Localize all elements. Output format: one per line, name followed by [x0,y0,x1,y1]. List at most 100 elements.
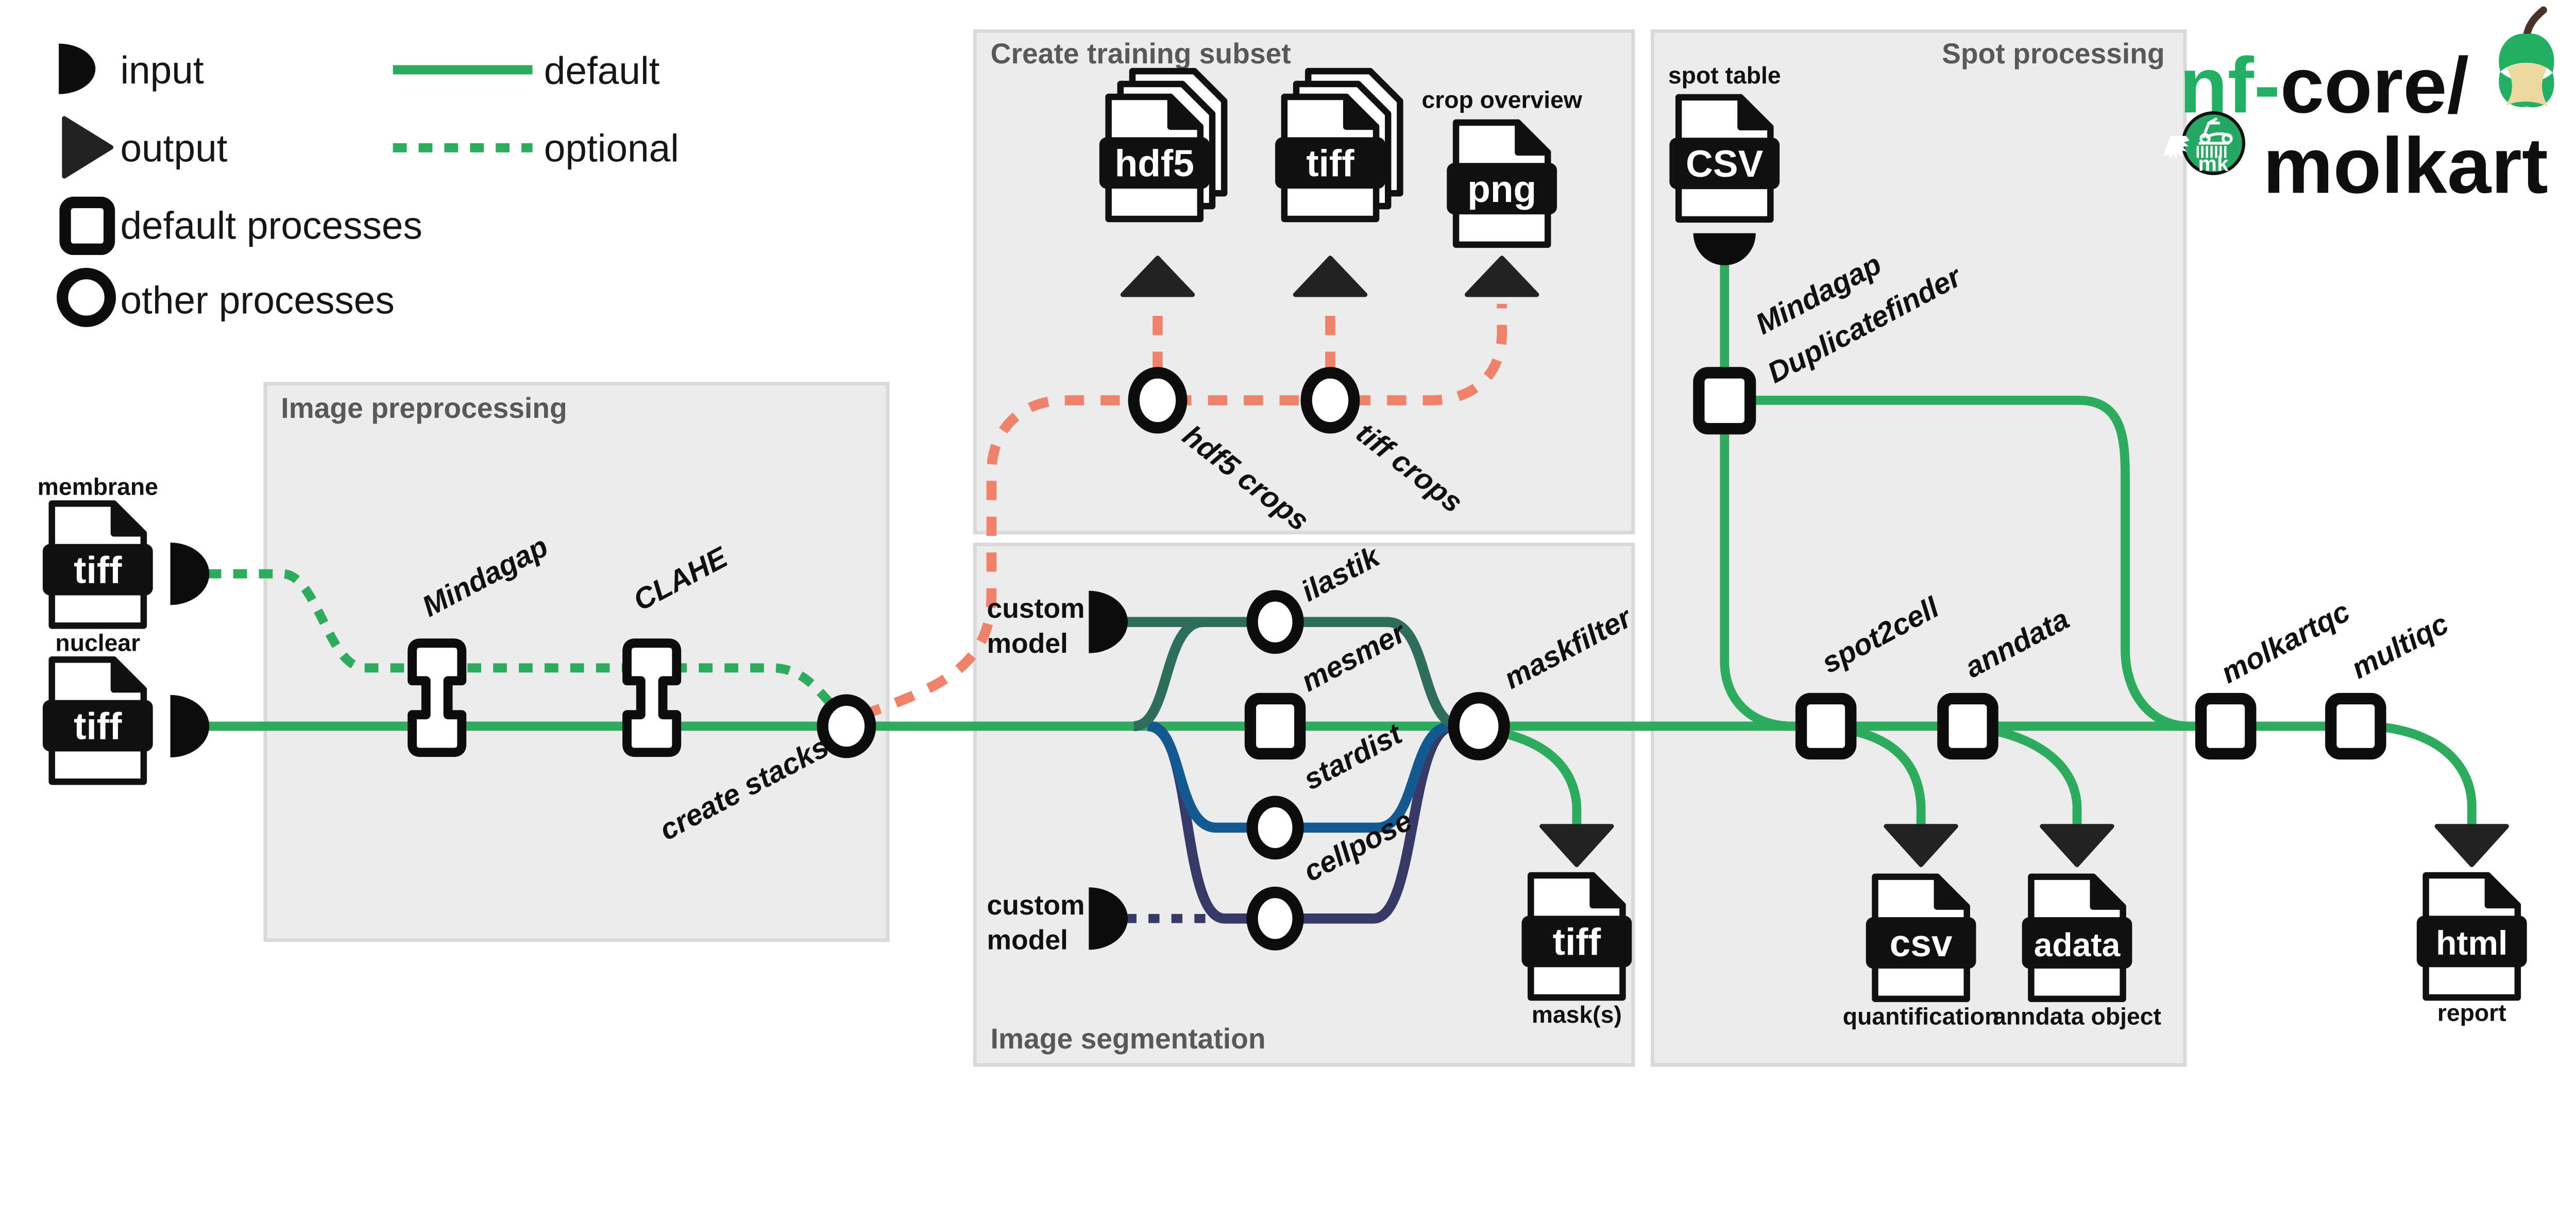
file-icon-quantification-csv: csv [1866,873,1976,1002]
adata-ext: adata [2034,926,2121,963]
custom-model-bottom-line2: model [987,925,1068,955]
badge-mk-label: mk [2198,151,2229,175]
membrane-ext: tiff [74,549,122,591]
tiff-crops-ext: tiff [1306,143,1354,184]
apple-core-icon [2499,6,2554,108]
edge-duplicatefinder-to-molkartqc [1750,395,2190,731]
logo-core-text: core/ [2280,41,2469,129]
file-icon-membrane-tiff: tiff [42,500,153,629]
process-node-spot2cell [1795,692,1857,760]
box-title-create-training-subset: Create training subset [991,38,1291,70]
legend: input output default processes other pro… [57,43,679,327]
process-node-mesmer [1244,692,1306,760]
nuclear-ext: tiff [74,705,122,747]
process-node-tiff-crops [1300,367,1360,434]
pipeline-diagram: Image preprocessing Create training subs… [38,6,2554,1067]
box-title-spot-processing: Spot processing [1942,38,2165,70]
legend-default-processes-label: default processes [120,204,422,247]
png-ext: png [1467,168,1536,210]
apple-stem [2523,6,2547,38]
html-ext: html [2436,924,2507,962]
file-icon-html: html [2416,872,2527,1001]
box-title-image-preprocessing: Image preprocessing [281,392,567,424]
membrane-input-port [170,543,210,605]
badge-starburst [2164,136,2190,160]
output-arrow-png [1465,256,1539,297]
badge-kart-icon [2198,117,2233,145]
apple-core-center [2505,63,2548,107]
process-node-hdf5-crops [1128,367,1188,434]
process-node-anndata [1937,692,1998,760]
edge-membrane-optional [207,569,845,718]
spot-table-input-port [1693,233,1756,265]
custom-model-bottom-input-port [1089,887,1128,950]
process-node-cellpose [1246,886,1304,951]
file-icon-png: png [1447,119,1557,248]
report-label: report [2437,999,2506,1026]
process-node-ilastik [1246,590,1304,654]
membrane-label: membrane [38,473,158,500]
output-arrow-hdf5 [1120,256,1195,297]
anndata-object-label: anndata object [1993,1003,2161,1030]
quantification-ext: csv [1890,923,1953,965]
box-image-preprocessing [263,382,890,942]
output-arrow-masks [1539,824,1614,867]
spot-table-label: spot table [1668,62,1781,89]
process-node-duplicatefinder [1693,367,1756,435]
output-arrow-tiff-crops [1293,256,1368,297]
custom-model-bottom-line1: custom [987,890,1085,921]
file-icon-adata: adata [2022,873,2132,1002]
logo-nf-prefix: nf- [2179,41,2280,129]
hdf5-ext: hdf5 [1115,143,1194,184]
input-ports [170,233,1756,950]
legend-other-process-icon [57,267,116,327]
output-arrow-quantification [1884,824,1958,867]
spot-table-ext: CSV [1686,143,1763,185]
nuclear-input-port [170,695,210,758]
legend-output-label: output [120,127,227,170]
process-node-maskfilter [1448,692,1510,760]
legend-default-process-icon [59,196,115,255]
edge-spot2cell-to-quantification [1851,726,1926,825]
apple-top [2499,33,2554,73]
logo-molkart-text: molkart [2263,122,2548,210]
custom-model-top-line1: custom [987,594,1085,624]
legend-other-processes-label: other processes [120,279,394,322]
nuclear-label: nuclear [55,629,140,656]
process-node-multiqc [2325,692,2386,760]
edge-ilastik-branch-up [1133,617,1205,732]
box-image-segmentation [973,543,1635,1067]
file-icon-tiff-stack: tiff [1275,67,1403,223]
molkart-badge: mk [2164,111,2246,175]
custom-model-top-input-port [1089,590,1128,653]
process-node-mindagap [408,638,467,757]
masks-label: mask(s) [1532,1001,1622,1028]
output-arrows [1120,256,2509,867]
file-icon-nuclear-tiff: tiff [42,656,153,785]
box-title-image-segmentation: Image segmentation [991,1023,1266,1055]
nf-core-molkart-logo: nf-core/ mk molkart [2164,6,2554,210]
legend-input-icon [59,43,96,94]
output-arrow-anndata-object [2040,824,2114,867]
masks-ext: tiff [1553,921,1601,963]
process-nodes [408,367,2386,951]
custom-model-top-line2: model [987,629,1068,659]
logo-line1: nf-core/ [2179,41,2469,129]
output-arrow-report [2434,824,2509,867]
edge-anndata-to-anndataobject [1993,726,2082,825]
label-molkartqc: molkartqc [2216,595,2355,690]
crop-overview-label: crop overview [1421,86,1582,113]
file-icon-hdf5-stack: hdf5 [1099,67,1228,223]
edge-duplicatefinder-to-spot2cell [1720,427,1793,731]
edge-ilastik-lane [1125,617,1463,732]
process-node-clahe [622,638,682,757]
file-icon-spot-table-csv: CSV [1669,94,1780,223]
process-node-stardist [1246,796,1304,860]
legend-optional-line-label: optional [544,127,679,170]
process-node-molkartqc [2195,692,2257,760]
process-node-create-stacks [817,694,876,758]
quantification-label: quantification [1843,1003,1999,1030]
edge-maskfilter-to-masks [1490,726,1582,825]
legend-input-label: input [120,48,204,92]
legend-output-icon [62,116,114,179]
